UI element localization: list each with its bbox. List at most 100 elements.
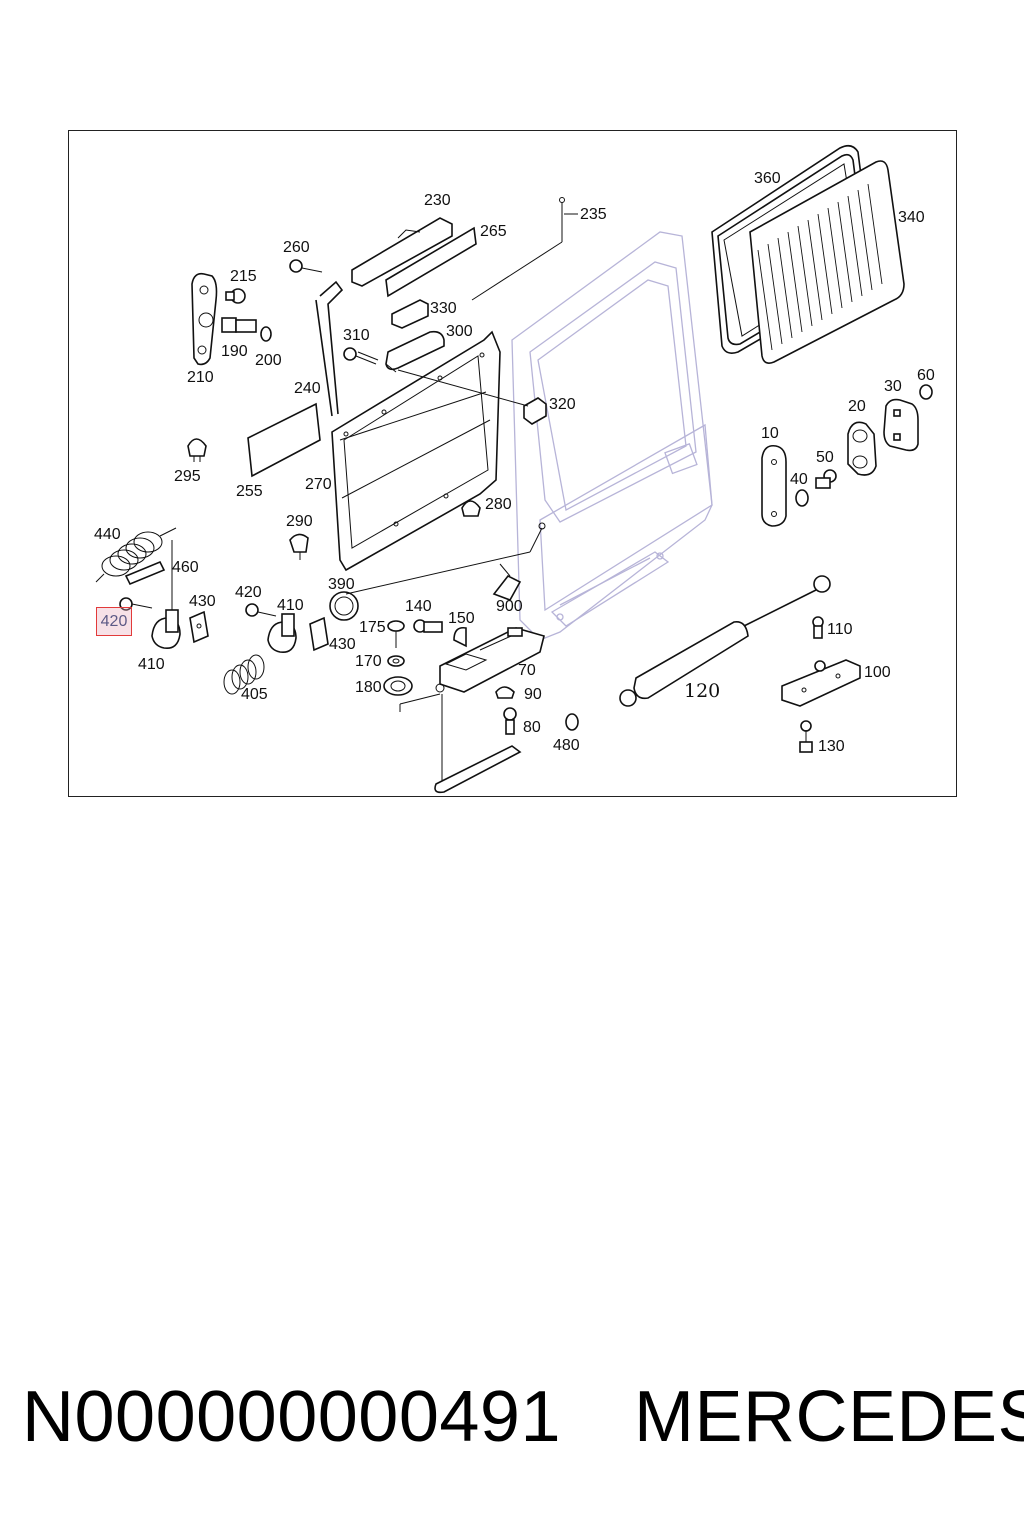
catch-320 xyxy=(397,369,547,425)
footer-caption: N000000000491 MERCEDES xyxy=(22,1376,1024,1466)
cap-900 xyxy=(492,563,522,601)
callout-255: 255 xyxy=(236,483,263,500)
callout-10: 10 xyxy=(761,425,779,442)
rod-pin xyxy=(538,522,546,530)
callout-420-right: 420 xyxy=(235,584,262,601)
callout-410-left: 410 xyxy=(138,656,165,673)
top-seal-strip xyxy=(351,217,453,287)
callout-150: 150 xyxy=(448,610,475,627)
callout-240: 240 xyxy=(294,380,321,397)
hinge-plate-210 xyxy=(191,272,218,366)
plate-30 xyxy=(883,398,919,452)
plate-430-right xyxy=(309,616,329,652)
callout-190: 190 xyxy=(221,343,248,360)
washer-170 xyxy=(387,655,405,667)
bolt-130 xyxy=(799,720,813,753)
bolt-190 xyxy=(221,317,257,333)
hinge-20 xyxy=(847,421,877,476)
lock-70 xyxy=(435,627,545,693)
callout-460: 460 xyxy=(172,559,199,576)
ball-stud-110 xyxy=(812,616,824,639)
clip-290 xyxy=(289,533,309,560)
window-glass xyxy=(749,160,905,364)
callout-60: 60 xyxy=(917,367,935,384)
screw-420-right xyxy=(245,603,277,617)
callout-320: 320 xyxy=(549,396,576,413)
lock-leader-mid xyxy=(399,693,441,705)
callout-200: 200 xyxy=(255,352,282,369)
callout-410-right: 410 xyxy=(277,597,304,614)
washer-200 xyxy=(260,326,272,342)
callout-440: 440 xyxy=(94,526,121,543)
clip-280 xyxy=(461,500,481,517)
callout-430-left: 430 xyxy=(189,593,216,610)
callout-300: 300 xyxy=(446,323,473,340)
callout-210: 210 xyxy=(187,369,214,386)
cap-90 xyxy=(495,686,515,699)
callout-90: 90 xyxy=(524,686,542,703)
callout-340: 340 xyxy=(898,209,925,226)
clamp-410-left xyxy=(151,609,181,650)
callout-260: 260 xyxy=(283,239,310,256)
screw-175 xyxy=(387,620,405,648)
callout-130: 130 xyxy=(818,738,845,755)
bracket-100 xyxy=(781,659,861,707)
handle-300 xyxy=(385,330,445,373)
lever-arm xyxy=(434,745,522,794)
door-trim-panel-frame xyxy=(315,280,501,572)
callout-30: 30 xyxy=(884,378,902,395)
callout-40: 40 xyxy=(790,471,808,488)
callout-120: 120 xyxy=(684,680,720,702)
clamp-410-right xyxy=(267,613,297,654)
callout-140: 140 xyxy=(405,598,432,615)
callout-175: 175 xyxy=(359,619,386,636)
callout-100: 100 xyxy=(864,664,891,681)
insulation-pad xyxy=(247,402,321,478)
callout-270: 270 xyxy=(305,476,332,493)
callout-80: 80 xyxy=(523,719,541,736)
callout-290: 290 xyxy=(286,513,313,530)
callout-280: 280 xyxy=(485,496,512,513)
callout-180: 180 xyxy=(355,679,382,696)
callout-405: 405 xyxy=(241,686,268,703)
bolt-215 xyxy=(225,288,246,304)
pad-460 xyxy=(124,560,166,586)
callout-295: 295 xyxy=(174,468,201,485)
foam-strip xyxy=(385,226,477,298)
callout-70: 70 xyxy=(518,662,536,679)
spring-440 xyxy=(95,527,177,583)
callout-235: 235 xyxy=(580,206,607,223)
callout-50: 50 xyxy=(816,449,834,466)
callout-20: 20 xyxy=(848,398,866,415)
bushing-405 xyxy=(223,654,265,695)
bracket-150 xyxy=(453,626,467,648)
callout-430-right: 430 xyxy=(329,636,356,653)
callout-170: 170 xyxy=(355,653,382,670)
callout-480: 480 xyxy=(553,737,580,754)
exploded-parts-diagram: 230 235 265 260 215 330 310 300 190 200 … xyxy=(94,144,935,794)
rear-door-body-outline xyxy=(511,231,713,641)
callout-900: 900 xyxy=(496,598,523,615)
callout-215: 215 xyxy=(230,268,257,285)
link-rod xyxy=(345,551,531,595)
ball-stud-80 xyxy=(503,707,517,735)
plate-430-left xyxy=(189,610,209,644)
clip-330 xyxy=(391,299,429,329)
washer-60 xyxy=(919,384,933,400)
callout-330: 330 xyxy=(430,300,457,317)
screw-260 xyxy=(289,259,323,273)
callout-360: 360 xyxy=(754,170,781,187)
washer-40 xyxy=(795,489,809,507)
part-number: N000000000491 xyxy=(22,1377,562,1457)
highlighted-callout-box[interactable] xyxy=(96,607,132,636)
plug-295 xyxy=(187,438,207,462)
bolt-140 xyxy=(413,619,443,633)
link-rod-end xyxy=(529,527,543,553)
highlighted-callout-420[interactable]: 420 xyxy=(100,613,128,630)
screw-310 xyxy=(343,347,379,365)
gas-strut xyxy=(619,575,831,707)
callout-110: 110 xyxy=(827,621,853,638)
rod xyxy=(471,197,565,301)
callout-310: 310 xyxy=(343,327,370,344)
callout-labels: 230 235 265 260 215 330 310 300 190 200 … xyxy=(94,170,935,755)
